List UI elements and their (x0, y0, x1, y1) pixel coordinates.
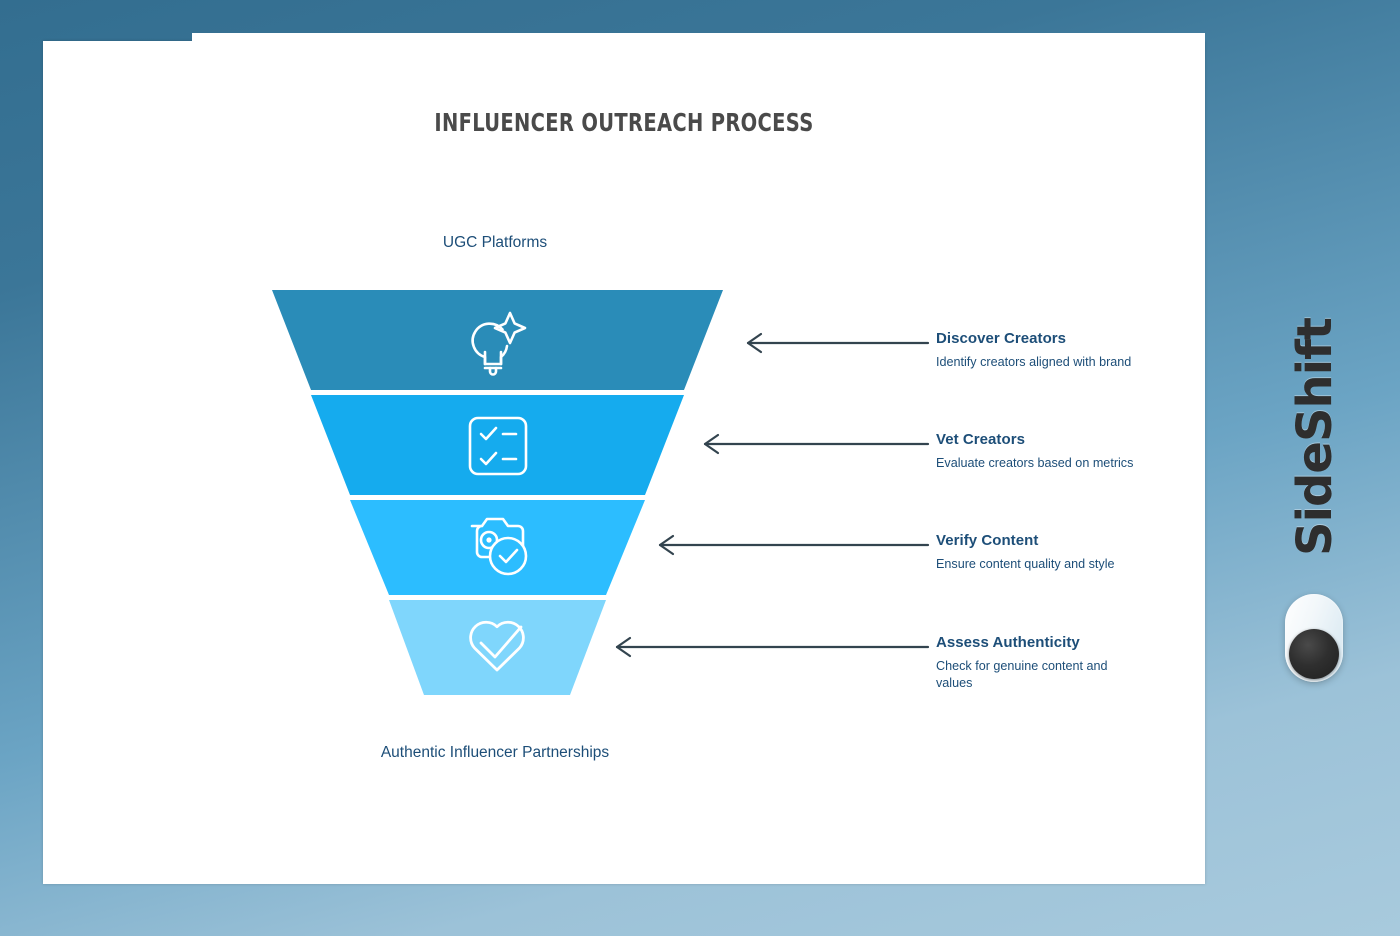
stage-description: Check for genuine content and values (936, 659, 1108, 690)
funnel-bottom-label: Authentic Influencer Partnerships (380, 744, 610, 761)
funnel-top-label: UGC Platforms (442, 234, 548, 251)
brand-name: SideShift (1287, 318, 1343, 556)
stage-title: Discover Creators (936, 330, 1067, 347)
stage-description: Ensure content quality and style (936, 557, 1115, 571)
stage-description: Identify creators aligned with brand (936, 355, 1132, 369)
toggle-knob[interactable] (1289, 629, 1339, 679)
stage-description: Evaluate creators based on metrics (936, 456, 1134, 470)
funnel-stage-label-1: Discover Creators Identify creators alig… (936, 330, 1136, 371)
brand-logo: SideShift (1250, 282, 1380, 592)
stage-title: Verify Content (936, 532, 1039, 549)
funnel-stage-label-4: Assess Authenticity Check for genuine co… (936, 634, 1136, 692)
funnel-stage-label-3: Verify Content Ensure content quality an… (936, 532, 1136, 573)
slide-card-notch (192, 33, 1205, 63)
stage-title: Vet Creators (936, 431, 1025, 448)
page-title: INFLUENCER OUTREACH PROCESS (434, 108, 814, 137)
stage-title: Assess Authenticity (936, 634, 1080, 651)
funnel-stage-label-2: Vet Creators Evaluate creators based on … (936, 431, 1136, 472)
vertical-toggle-switch[interactable] (1285, 594, 1343, 682)
